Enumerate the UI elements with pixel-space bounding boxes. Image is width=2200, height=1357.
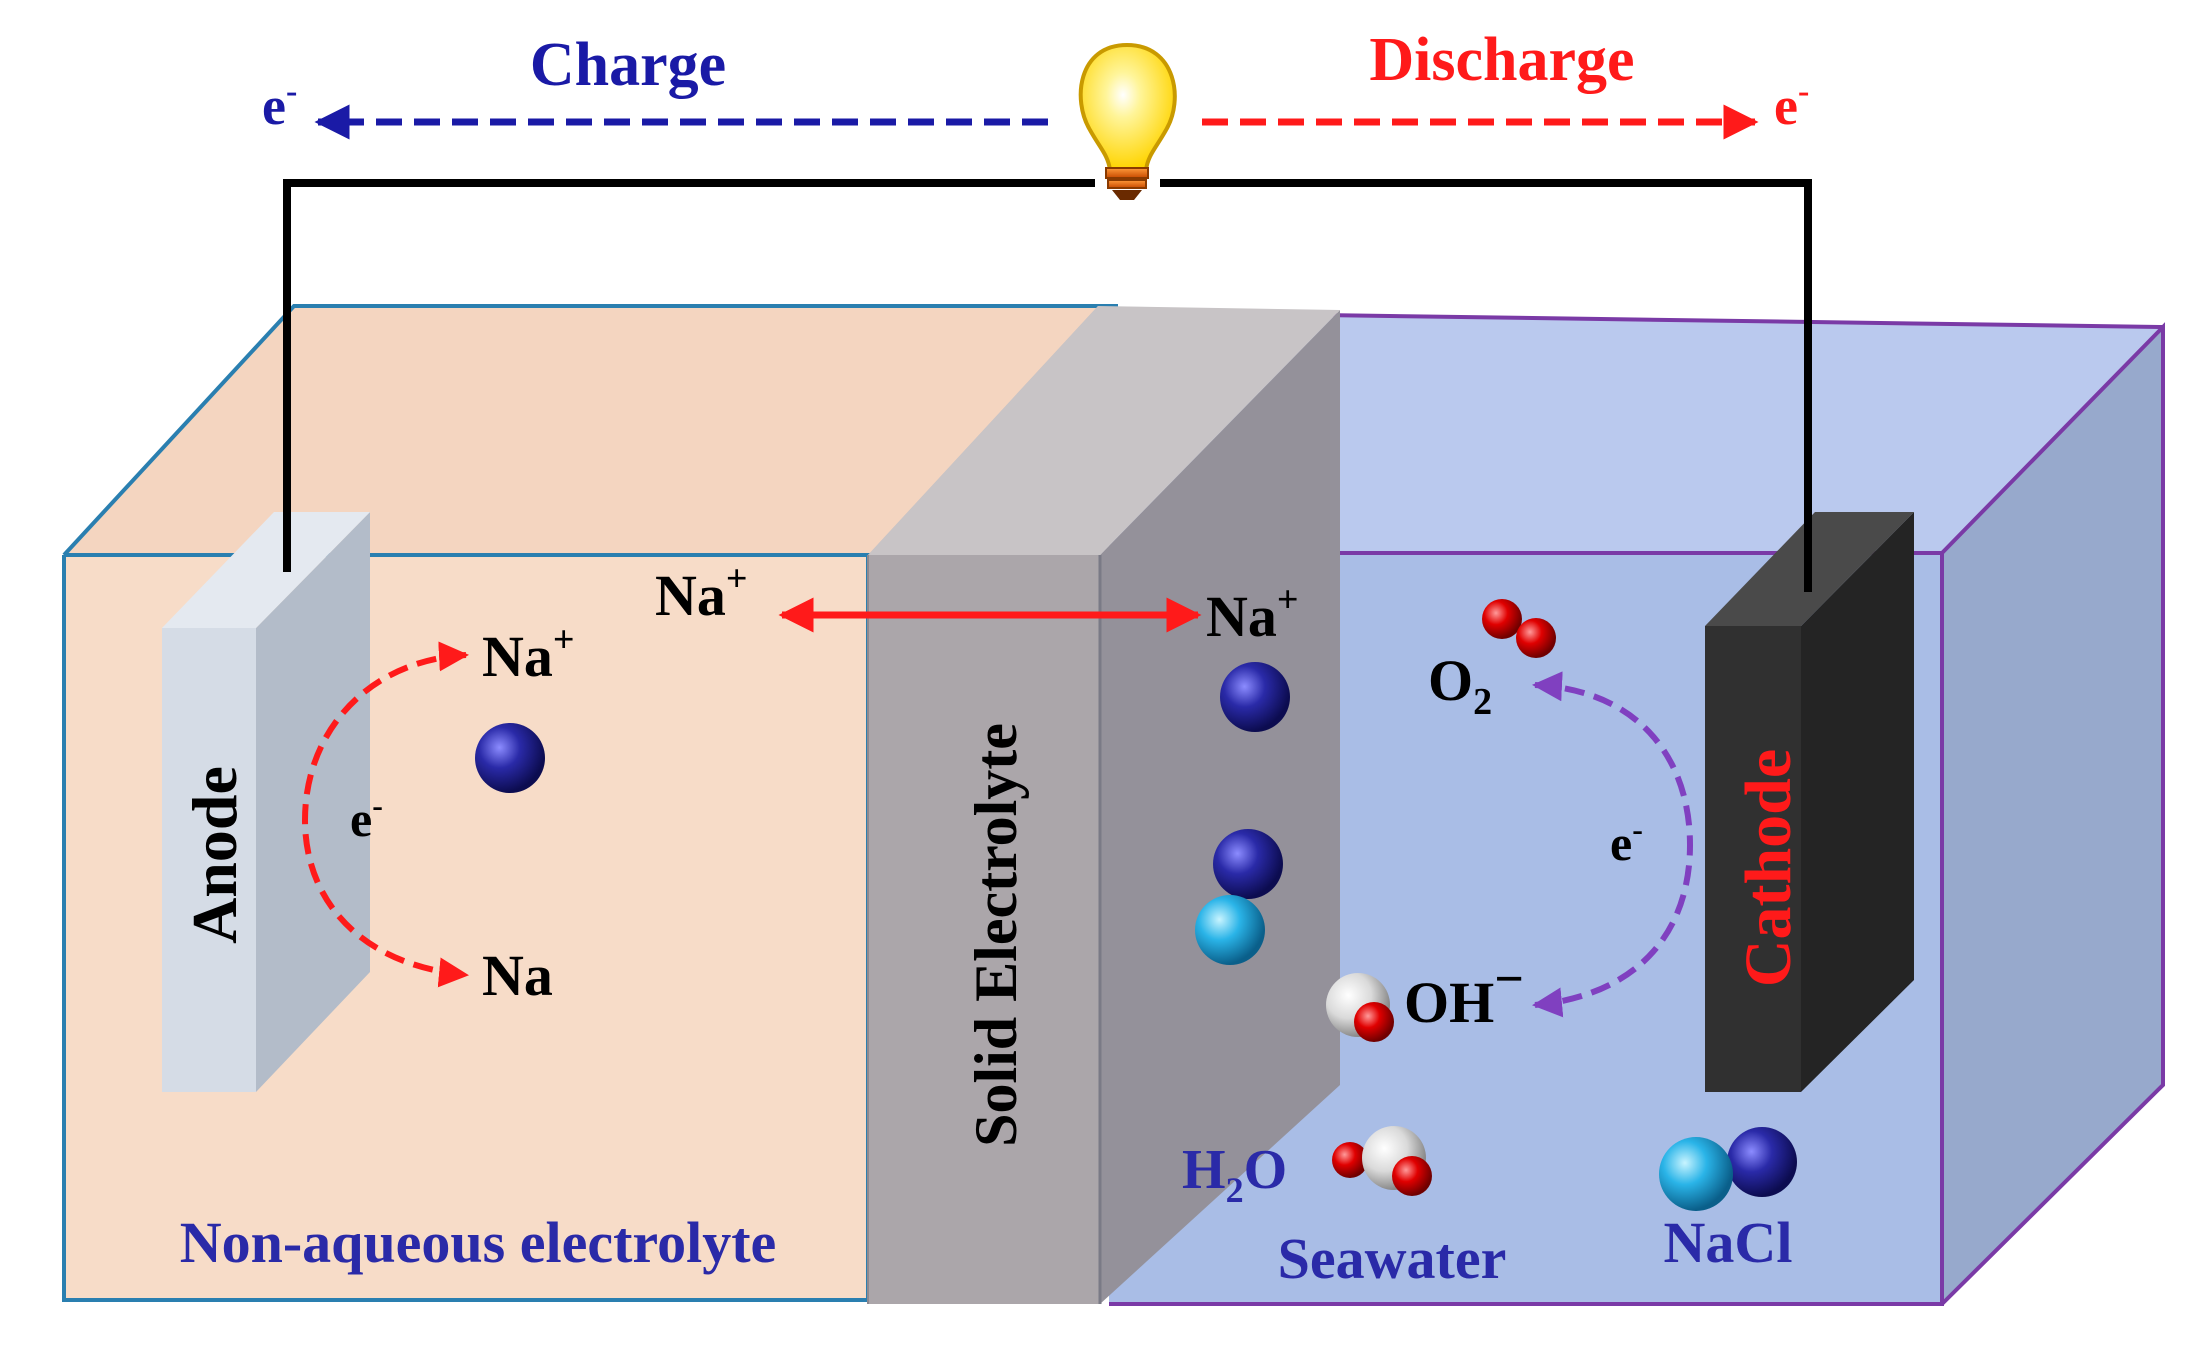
anode-electrode (162, 512, 370, 1092)
discharge-label: Discharge (1369, 26, 1634, 94)
discharge-electron-flow: Discharge e- (1202, 26, 1809, 140)
non-aqueous-electrolyte-label: Non-aqueous electrolyte (180, 1210, 777, 1275)
light-bulb-icon (1078, 42, 1177, 200)
anode-label: Anode (179, 766, 250, 944)
external-circuit-wire (283, 179, 1812, 592)
nacl-molecule (1659, 1127, 1797, 1211)
water-molecule (1332, 1126, 1432, 1196)
right-na-ion-label: Na+ (1206, 579, 1299, 649)
nacl-molecule-at-electrolyte (1195, 829, 1283, 965)
hydroxide-molecule (1326, 973, 1394, 1042)
charge-label: Charge (530, 31, 726, 99)
seawater-label: Seawater (1278, 1226, 1507, 1291)
charge-electron-flow: Charge e- (262, 31, 1048, 140)
left-na-ion-label: Na+ (655, 558, 748, 628)
anode-sodium-atom (475, 723, 545, 793)
o2-label: O2 (1428, 648, 1492, 723)
anode-na-metal-label: Na (482, 943, 553, 1008)
nacl-label: NaCl (1664, 1210, 1793, 1275)
solid-electrolyte-label: Solid Electrolyte (963, 723, 1029, 1147)
anode-na-ion-label: Na+ (482, 619, 575, 689)
cathode-electron-label: e- (1610, 811, 1643, 871)
solid-electrolyte-plate (867, 306, 1340, 1304)
discharge-electron-label: e- (1774, 73, 1809, 136)
oh-label: OH− (1404, 951, 1524, 1035)
anode-electron-label: e- (350, 787, 383, 847)
charge-electron-label: e- (262, 73, 297, 136)
anode-reaction-loop: e- (301, 641, 469, 988)
cathode-electrode (1705, 512, 1914, 1092)
h2o-label: H2O (1182, 1139, 1287, 1210)
cathode-reaction-loop: e- (1532, 671, 1694, 1018)
cathode-label: Cathode (1732, 749, 1805, 987)
na-ion-transport: Na+ Na+ (655, 558, 1299, 649)
o2-molecule (1482, 599, 1556, 658)
sodium-atom-at-electrolyte (1220, 662, 1290, 732)
